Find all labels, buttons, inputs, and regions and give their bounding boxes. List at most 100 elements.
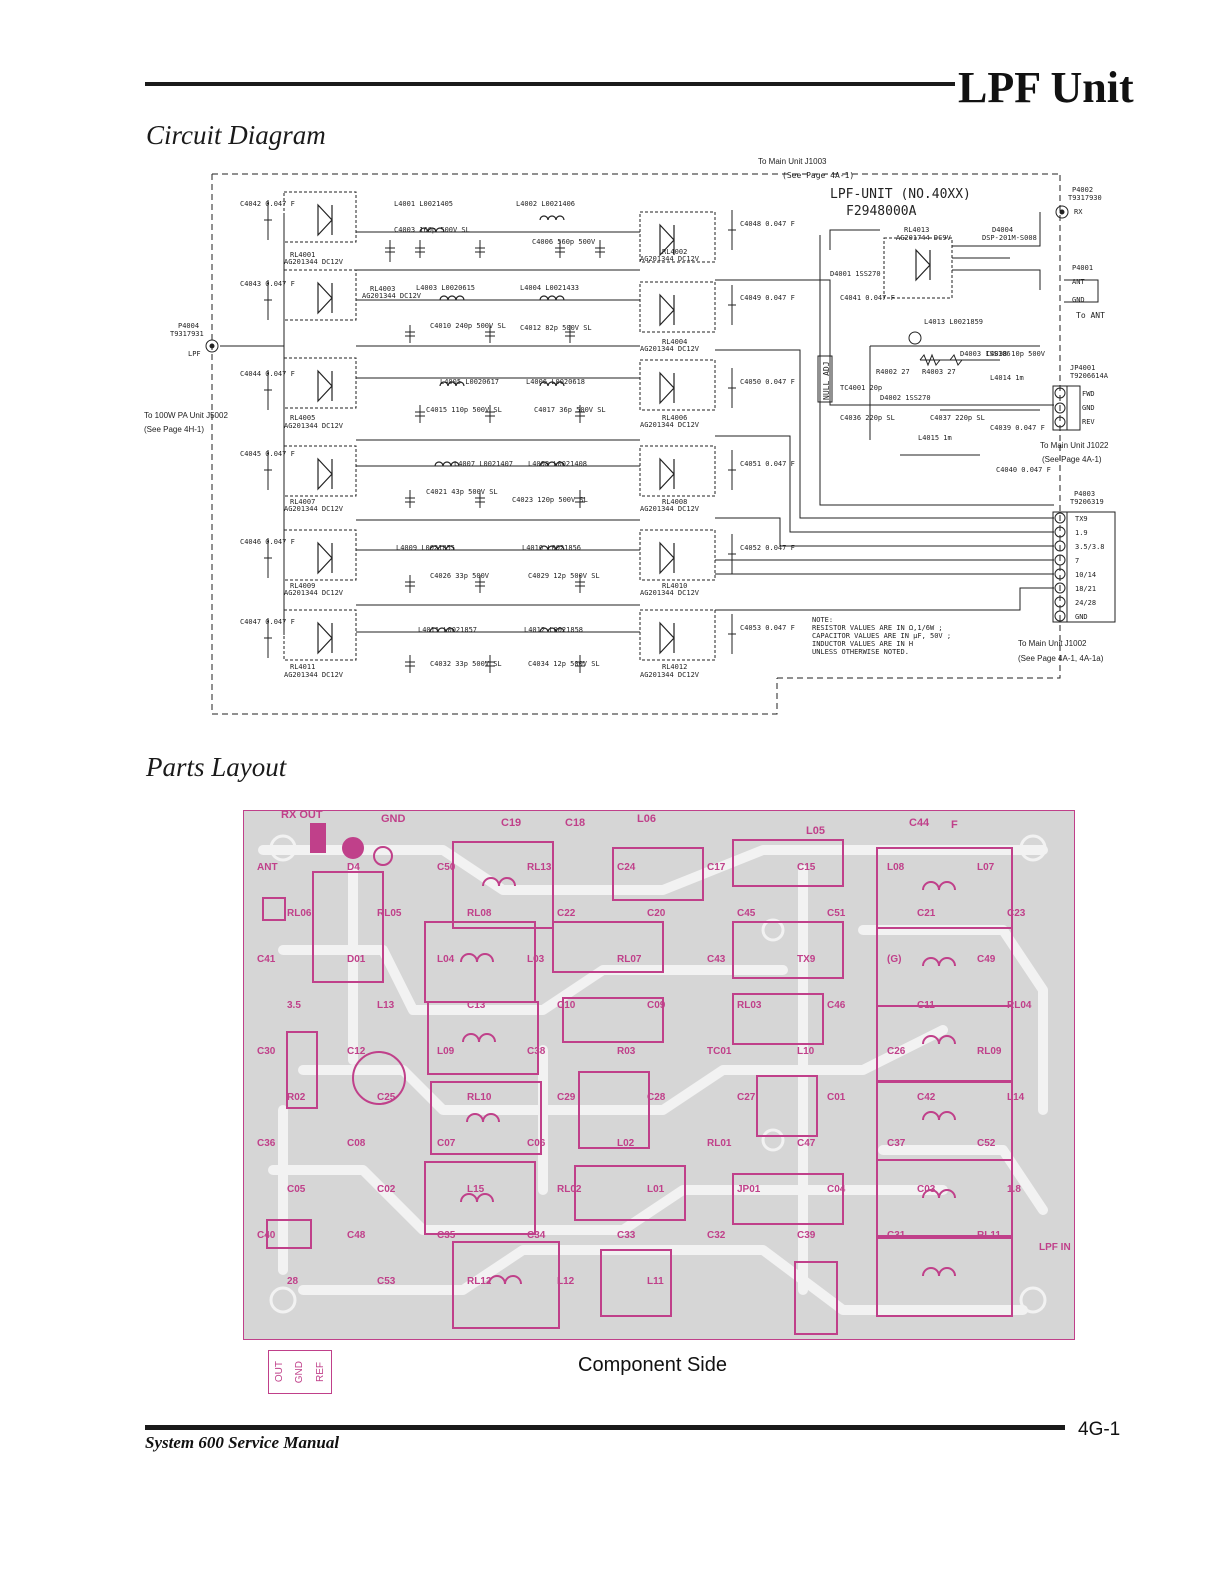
page-title: LPF Unit bbox=[958, 63, 1134, 112]
l4014: L4014 1m bbox=[990, 374, 1024, 382]
ref-gnd: GND bbox=[294, 1360, 306, 1384]
pcb-label-rl01: RL01 bbox=[707, 1138, 732, 1149]
pcb-label-r03: R03 bbox=[617, 1046, 636, 1057]
p4002-num: T9317930 bbox=[1068, 194, 1102, 202]
pcb-label-c28: C28 bbox=[647, 1092, 666, 1103]
c4037: C4037 220p SL bbox=[930, 414, 985, 422]
pcb-label-c04: C04 bbox=[827, 1184, 846, 1195]
see-page-bottom: (See Page 4A-1, 4A-1a) bbox=[1018, 654, 1104, 663]
pcb-label-c07: C07 bbox=[437, 1138, 456, 1149]
p4003: P4003 bbox=[1074, 490, 1095, 498]
d4003: D4003 1SS106 bbox=[960, 350, 1011, 358]
d4004: D4004 bbox=[992, 226, 1013, 234]
ant-label: ANT bbox=[1072, 278, 1085, 286]
rl4008: RL4008 bbox=[662, 498, 687, 506]
c4039: C4039 0.047 F bbox=[990, 424, 1045, 432]
pcb-label-c38: C38 bbox=[527, 1046, 546, 1057]
rl4007-part: AG201344 DC12V bbox=[284, 505, 344, 513]
null-adj-label: NULL ADJ bbox=[822, 361, 831, 400]
l4005: L4005 L0020617 bbox=[440, 378, 499, 386]
c4051: C4051 0.047 F bbox=[740, 460, 795, 468]
rl4010: RL4010 bbox=[662, 582, 687, 590]
pcb-label-c19: C19 bbox=[501, 817, 521, 829]
note-line-4: UNLESS OTHERWISE NOTED. bbox=[812, 648, 909, 656]
d4002: D4002 1SS270 bbox=[880, 394, 931, 402]
pcb-label-tc01: TC01 bbox=[707, 1046, 732, 1057]
pcb-label-c52: C52 bbox=[977, 1138, 996, 1149]
pcb-label-tx9: TX9 bbox=[797, 954, 816, 965]
pcb-label-l03: L03 bbox=[527, 954, 545, 965]
r4003: R4003 27 bbox=[922, 368, 956, 376]
rl4003-part: AG201344 DC12V bbox=[362, 292, 422, 300]
pcb-label-g: (G) bbox=[887, 954, 901, 965]
c4029: C4029 12p 500V SL bbox=[528, 572, 600, 580]
pcb-label-c24: C24 bbox=[617, 862, 636, 873]
pcb-label-c33: C33 bbox=[617, 1230, 636, 1241]
pcb-label-f: F bbox=[951, 819, 958, 831]
rl4013: RL4013 bbox=[904, 226, 929, 234]
pcb-label-c02: C02 bbox=[377, 1184, 396, 1195]
pcb-label-c25: C25 bbox=[377, 1092, 396, 1103]
rl4012: RL4012 bbox=[662, 663, 687, 671]
l4015: L4015 1m bbox=[918, 434, 952, 442]
pcb-label-l12: L12 bbox=[557, 1276, 575, 1287]
p4003-num: T9206319 bbox=[1070, 498, 1104, 506]
pcb-label-c51: C51 bbox=[827, 908, 846, 919]
c4015: C4015 110p 500V SL bbox=[426, 406, 502, 414]
pcb-label-c31: C31 bbox=[887, 1230, 906, 1241]
pcb-label-c43: C43 bbox=[707, 954, 726, 965]
note-line-2: CAPACITOR VALUES ARE IN μF, 50V ; bbox=[812, 632, 951, 640]
c4050: C4050 0.047 F bbox=[740, 378, 795, 386]
pcb-label-l05: L05 bbox=[806, 825, 825, 837]
pcb-label-c39: C39 bbox=[797, 1230, 816, 1241]
c4046: C4046 0.047 F bbox=[240, 538, 295, 546]
pcb-label-l01: L01 bbox=[647, 1184, 665, 1195]
c4017: C4017 36p 500V SL bbox=[534, 406, 606, 414]
pcb-label-c45: C45 bbox=[737, 908, 756, 919]
r4002: R4002 27 bbox=[876, 368, 910, 376]
c4040: C4040 0.047 F bbox=[996, 466, 1051, 474]
c4023: C4023 120p 500V SL bbox=[512, 496, 588, 504]
ref-ref: REF bbox=[315, 1362, 327, 1382]
rl4006: RL4006 bbox=[662, 414, 687, 422]
pcb-label-gnd: GND bbox=[381, 813, 406, 825]
pcb-label-rx-out: RX OUT bbox=[281, 810, 323, 821]
see-page-4h1: (See Page 4H-1) bbox=[144, 425, 204, 434]
pcb-label-c08: C08 bbox=[347, 1138, 366, 1149]
pcb-label-l09: L09 bbox=[437, 1046, 455, 1057]
pcb-label-c20: C20 bbox=[647, 908, 666, 919]
pcb-label-c53: C53 bbox=[377, 1276, 396, 1287]
part-number: F2948000A bbox=[846, 204, 917, 219]
pcb-label-l08: L08 bbox=[887, 862, 905, 873]
pcb-label-jp01: JP01 bbox=[737, 1184, 761, 1195]
to-main-j1022: To Main Unit J1022 bbox=[1040, 441, 1109, 450]
rl4007: RL4007 bbox=[290, 498, 315, 506]
c4036: C4036 220p SL bbox=[840, 414, 895, 422]
circuit-diagram-heading: Circuit Diagram bbox=[146, 120, 326, 150]
pcb-label-c40: C40 bbox=[257, 1230, 276, 1241]
rl4006-part: AG201344 DC12V bbox=[640, 421, 700, 429]
c4042: C4042 0.047 F bbox=[240, 200, 295, 208]
to-pa-unit: To 100W PA Unit J5002 bbox=[144, 411, 228, 420]
rl4009: RL4009 bbox=[290, 582, 315, 590]
unit-label: LPF-UNIT (NO.40XX) bbox=[830, 187, 971, 202]
l4009: L4009 L0021855 bbox=[396, 544, 455, 552]
pcb-label-rl11: RL11 bbox=[977, 1230, 1001, 1241]
l4007: L4007 L0021407 bbox=[454, 460, 513, 468]
c4003: C4003 160p 500V SL bbox=[394, 226, 470, 234]
pcb-label-c13: C13 bbox=[467, 1000, 486, 1011]
to-main-j1002: To Main Unit J1002 bbox=[1018, 639, 1087, 648]
to-ant: To ANT bbox=[1076, 311, 1105, 320]
footer-rule bbox=[145, 1425, 1065, 1430]
p4003-pin-3: 3.5/3.8 bbox=[1075, 543, 1105, 551]
pcb-label-18: 1.8 bbox=[1007, 1184, 1021, 1195]
pcb-label-35: 3.5 bbox=[287, 1000, 301, 1011]
p4003-pin-2: 1.9 bbox=[1075, 529, 1088, 537]
l4012: L4012 L0021858 bbox=[524, 626, 583, 634]
pcb-label-c32: C32 bbox=[707, 1230, 726, 1241]
pcb-label-c42: C42 bbox=[917, 1092, 936, 1103]
jp4001-num: T9206614A bbox=[1070, 372, 1109, 380]
note-line-3: INDUCTOR VALUES ARE IN H bbox=[812, 640, 913, 648]
c4048: C4048 0.047 F bbox=[740, 220, 795, 228]
